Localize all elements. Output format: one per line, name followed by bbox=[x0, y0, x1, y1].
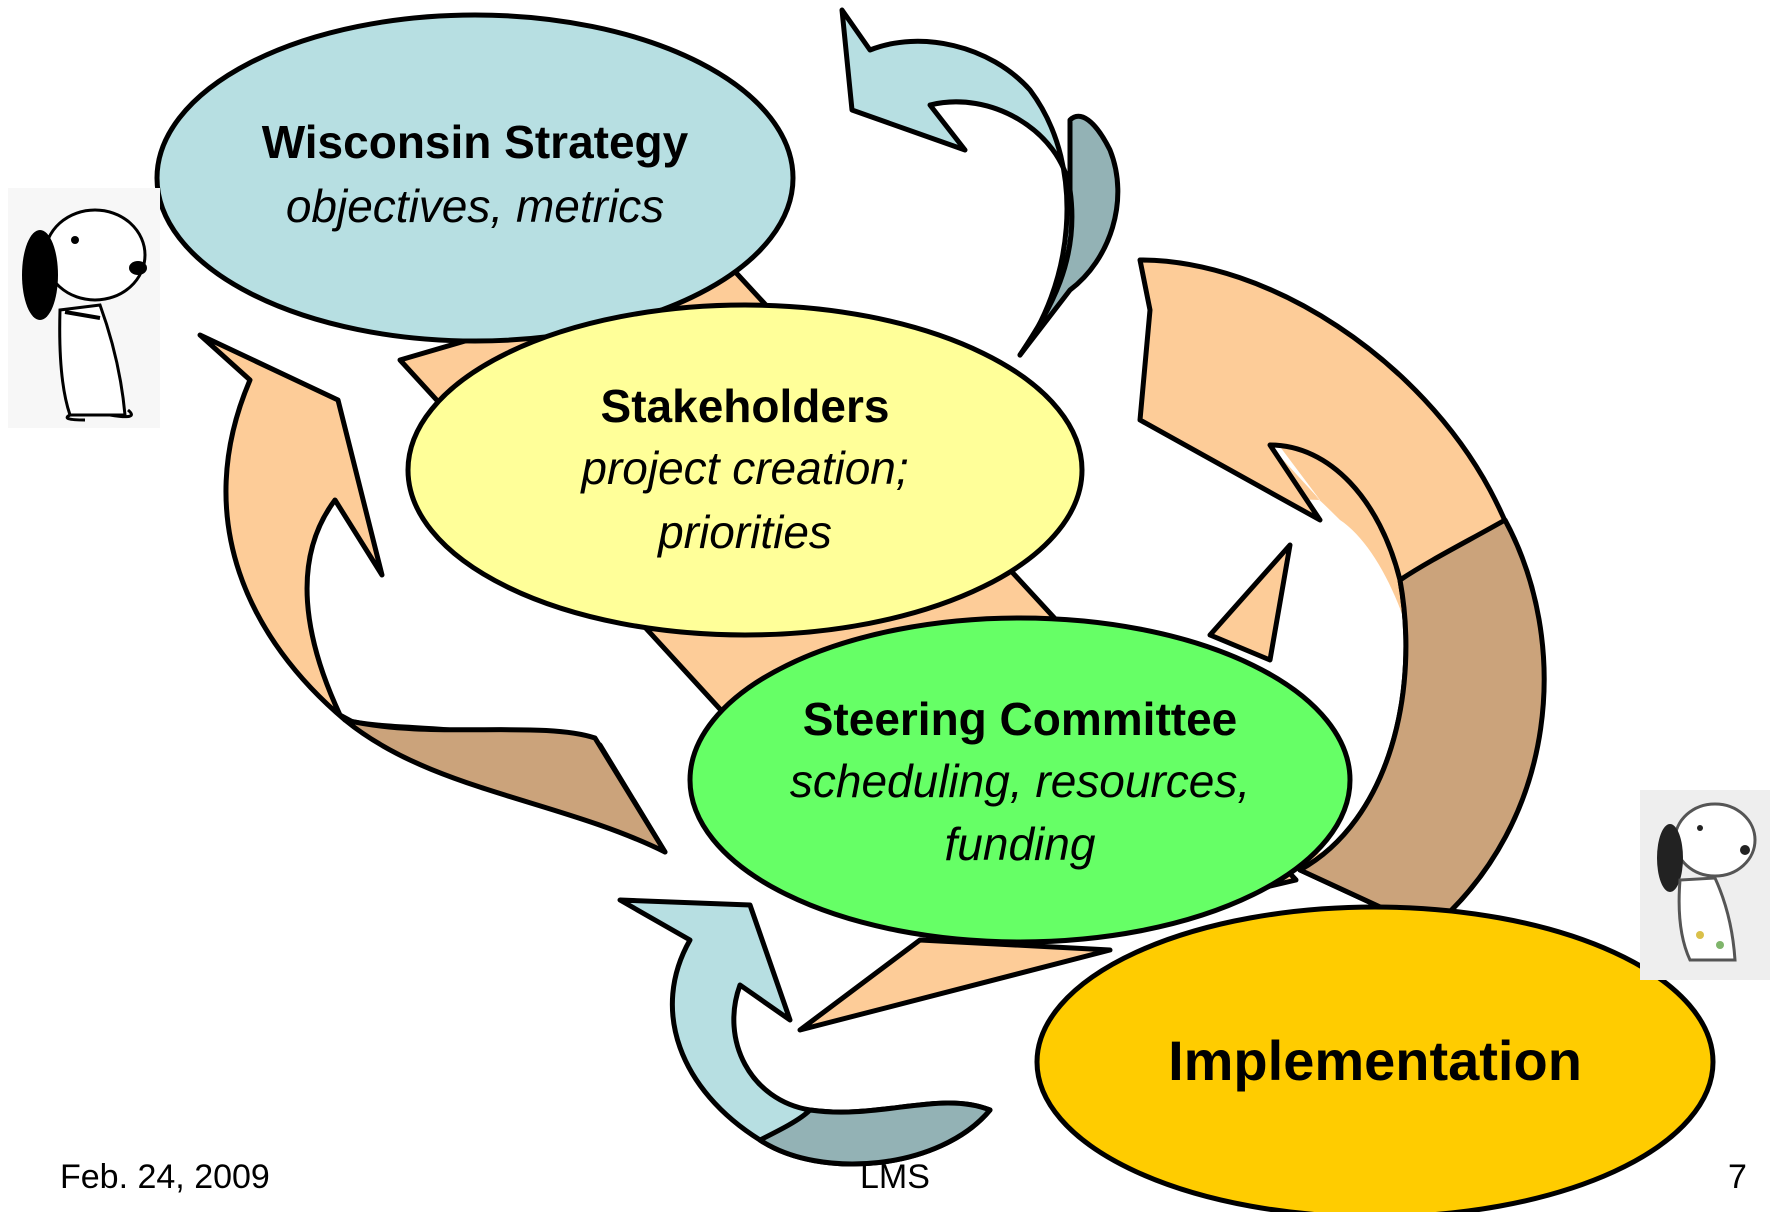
stakeholders-subtitle-line2: priorities bbox=[656, 506, 832, 558]
steering-oval bbox=[687, 615, 1353, 945]
steering-title: Steering Committee bbox=[803, 693, 1238, 745]
top-feedback-arrow bbox=[839, 7, 1075, 358]
footer-date: Feb. 24, 2009 bbox=[60, 1158, 270, 1196]
implementation-oval bbox=[1034, 904, 1716, 1212]
steering-subtitle-line2: funding bbox=[945, 818, 1096, 870]
left-cycle-arrow-shadow bbox=[342, 717, 668, 855]
dog-illustration-left bbox=[8, 188, 160, 428]
bottom-feedback-arrow-shadow bbox=[757, 1100, 993, 1167]
footer-page-number: 7 bbox=[1728, 1158, 1747, 1196]
steering-subtitle-line1: scheduling, resources, bbox=[790, 755, 1250, 807]
right-arrowhead-lower bbox=[1207, 542, 1293, 663]
dog-illustration-right bbox=[1640, 790, 1770, 980]
stakeholders-subtitle-line1: project creation; bbox=[579, 442, 908, 494]
strategy-subtitle: objectives, metrics bbox=[286, 180, 664, 232]
top-feedback-arrow-shadow bbox=[1017, 113, 1121, 358]
strategy-oval bbox=[154, 12, 796, 344]
strategy-title: Wisconsin Strategy bbox=[262, 116, 689, 168]
stakeholders-oval bbox=[405, 302, 1085, 638]
lower-wedge bbox=[797, 937, 1113, 1033]
implementation-title: Implementation bbox=[1168, 1029, 1582, 1092]
footer-center: LMS bbox=[860, 1158, 930, 1196]
stakeholders-title: Stakeholders bbox=[601, 380, 890, 432]
right-cycle-arrow-shadow bbox=[1297, 517, 1547, 933]
